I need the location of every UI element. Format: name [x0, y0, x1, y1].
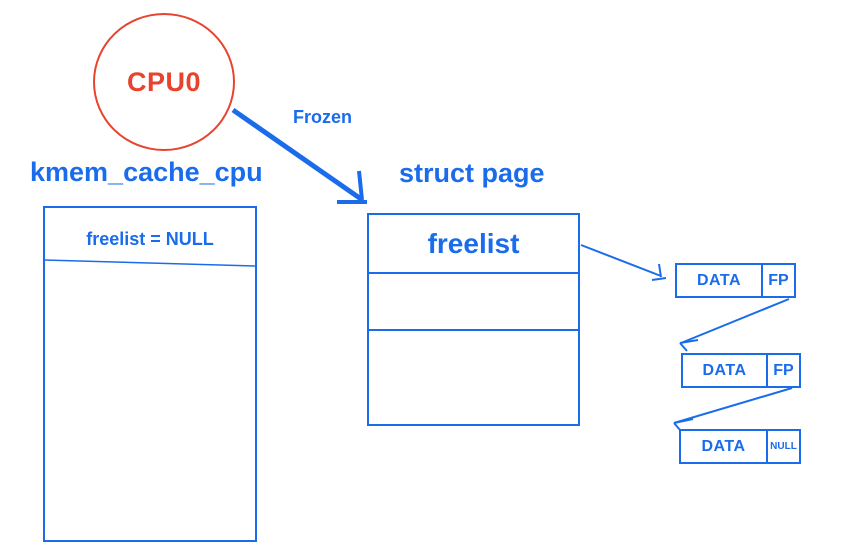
slab-object-2: DATA FP [681, 353, 801, 388]
fp1-arrow-shaft [680, 298, 790, 344]
kmem-freelist-field: freelist = NULL [86, 229, 214, 249]
object3-fp-null-cell: NULL [766, 431, 799, 462]
object3-data-cell: DATA [701, 437, 746, 455]
struct-page-empty-cell-1 [369, 274, 578, 331]
freelist-arrow-barb-vertical [658, 263, 662, 278]
fp2-arrow-shaft [673, 387, 793, 424]
struct-page-freelist-cell: freelist [369, 215, 578, 274]
fp1-arrow-barb-down [679, 342, 688, 352]
cpu0-label: CPU0 [126, 66, 202, 97]
freelist-arrow-shaft [580, 244, 662, 277]
kmem-cache-cpu-box: freelist = NULL [43, 206, 257, 542]
fp1-arrow-barb-right [679, 339, 699, 344]
slab-object-3: DATA NULL [679, 429, 801, 464]
object1-data-cell: DATA [696, 271, 742, 289]
kmem-cache-cpu-title: kmem_cache_cpu [30, 157, 263, 187]
object2-data-cell: DATA [702, 361, 747, 379]
slab-object-1: DATA FP [675, 263, 796, 298]
object2-fp-cell: FP [766, 355, 799, 386]
fp2-arrow-barb-right [673, 418, 694, 424]
struct-page-title: struct page [399, 158, 545, 188]
struct-page-box: freelist [367, 213, 580, 426]
frozen-arrow-barb-vertical [357, 170, 364, 201]
freelist-arrow-barb-horizontal [651, 277, 667, 281]
struct-page-empty-cell-2 [369, 331, 578, 424]
object1-fp-cell: FP [761, 265, 794, 296]
frozen-label: Frozen [293, 107, 353, 127]
cpu0-circle: CPU0 [93, 13, 235, 151]
